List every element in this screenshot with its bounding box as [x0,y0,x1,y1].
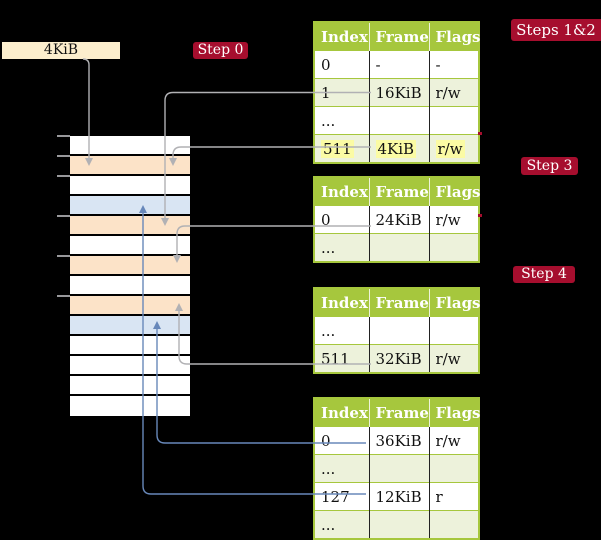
memory-row-white [70,236,190,256]
column-header: Frame [369,22,430,51]
table-cell: - [369,50,430,79]
memory-row-white [70,136,190,156]
highlighted-value: 4KiB [375,139,417,158]
table-header-row: Index Frame Flags [314,398,481,427]
table-cell: ... [314,106,370,135]
table-header-row: Index Frame Flags [314,288,481,317]
memory-row-blue [70,196,190,216]
table-cell: 12KiB [369,482,430,511]
column-header: Flags [429,22,481,51]
table-cell: 32KiB [369,344,430,373]
table-cell: r/w [429,205,479,234]
column-header: Frame [369,398,430,427]
table-cell [429,316,479,345]
page-table-2: Index Frame Flags 0 24KiB r/w ... [313,176,481,263]
memory-row-white [70,356,190,376]
table-row: ... [314,233,479,262]
memory-row-white [70,336,190,356]
highlighted-value: r/w [435,139,465,158]
table-cell: ... [314,510,370,539]
column-header: Flags [429,177,481,206]
table-cell: 24KiB [369,205,430,234]
table-cell: ... [314,454,370,483]
memory-row-white [70,376,190,396]
badge-steps-1-2: Steps 1&2 [511,19,601,41]
badge-step-3: Step 3 [521,157,578,175]
memory-row-orange [70,216,190,236]
table-cell: 0 [314,426,370,455]
table-cell: 16KiB [369,78,430,107]
highlighted-value: 511 [321,139,354,158]
table-row: ... [314,106,479,135]
table-cell: r [429,482,479,511]
table-cell: r/w [429,426,479,455]
memory-row-orange [70,256,190,276]
table-row: 0 - - [314,50,479,79]
table-cell: 127 [314,482,370,511]
table-cell: ... [314,316,370,345]
column-header: Frame [369,177,430,206]
badge-step-4: Step 4 [513,266,575,283]
table-cell: r/w [429,78,479,107]
table-row: 127 12KiB r [314,482,479,511]
table-cell: 511 [314,134,370,163]
table-cell [429,106,479,135]
table-cell: 4KiB [369,134,430,163]
page-table-3: Index Frame Flags ... 511 32KiB r/w [313,287,481,374]
table-row: ... [314,316,479,345]
page-size-label: 4KiB [2,42,120,59]
table-header-row: Index Frame Flags [314,22,481,51]
frame-tick [57,295,70,297]
table-cell [369,316,430,345]
frame-tick [57,215,70,217]
column-header: Index [314,288,370,317]
table-cell [369,233,430,262]
memory-row-white [70,176,190,196]
table-cell: ... [314,233,370,262]
table-cell [429,454,479,483]
memory-row-white [70,276,190,296]
page-table-diagram: { "page_size_box": { "label": "4KiB" }, … [2,19,601,540]
column-header: Frame [369,288,430,317]
frame-tick [57,175,70,177]
memory-row-blue [70,316,190,336]
column-header: Index [314,22,370,51]
table-row-highlighted: 511 4KiB r/w [314,134,479,163]
table-row: 0 24KiB r/w [314,205,479,234]
memory-row-orange [70,296,190,316]
table-cell: r/w [429,134,479,163]
frame-tick [57,135,70,137]
table-cell: - [429,50,479,79]
column-header: Flags [429,398,481,427]
table-cell [429,233,479,262]
table-row: ... [314,454,479,483]
table-cell [429,510,479,539]
table-header-row: Index Frame Flags [314,177,481,206]
table-cell [369,510,430,539]
table-cell: 511 [314,344,370,373]
frame-tick [57,255,70,257]
column-header: Flags [429,288,481,317]
table-cell [369,106,430,135]
table-cell: 0 [314,205,370,234]
table-cell: 36KiB [369,426,430,455]
memory-row-orange [70,156,190,176]
table-cell: r/w [429,344,479,373]
column-header: Index [314,398,370,427]
page-table-4: Index Frame Flags 0 36KiB r/w ... 127 12… [313,397,481,540]
table-cell [369,454,430,483]
table-row: ... [314,510,479,539]
column-header: Index [314,177,370,206]
frame-tick [57,155,70,157]
memory-row-white [70,396,190,416]
page-table-1: Index Frame Flags 0 - - 1 16KiB r/w ... … [313,21,481,164]
table-cell: 0 [314,50,370,79]
memory-stack [70,136,190,416]
badge-step-0: Step 0 [193,42,248,59]
table-row: 1 16KiB r/w [314,78,479,107]
table-cell: 1 [314,78,370,107]
table-row: 511 32KiB r/w [314,344,479,373]
table-row: 0 36KiB r/w [314,426,479,455]
